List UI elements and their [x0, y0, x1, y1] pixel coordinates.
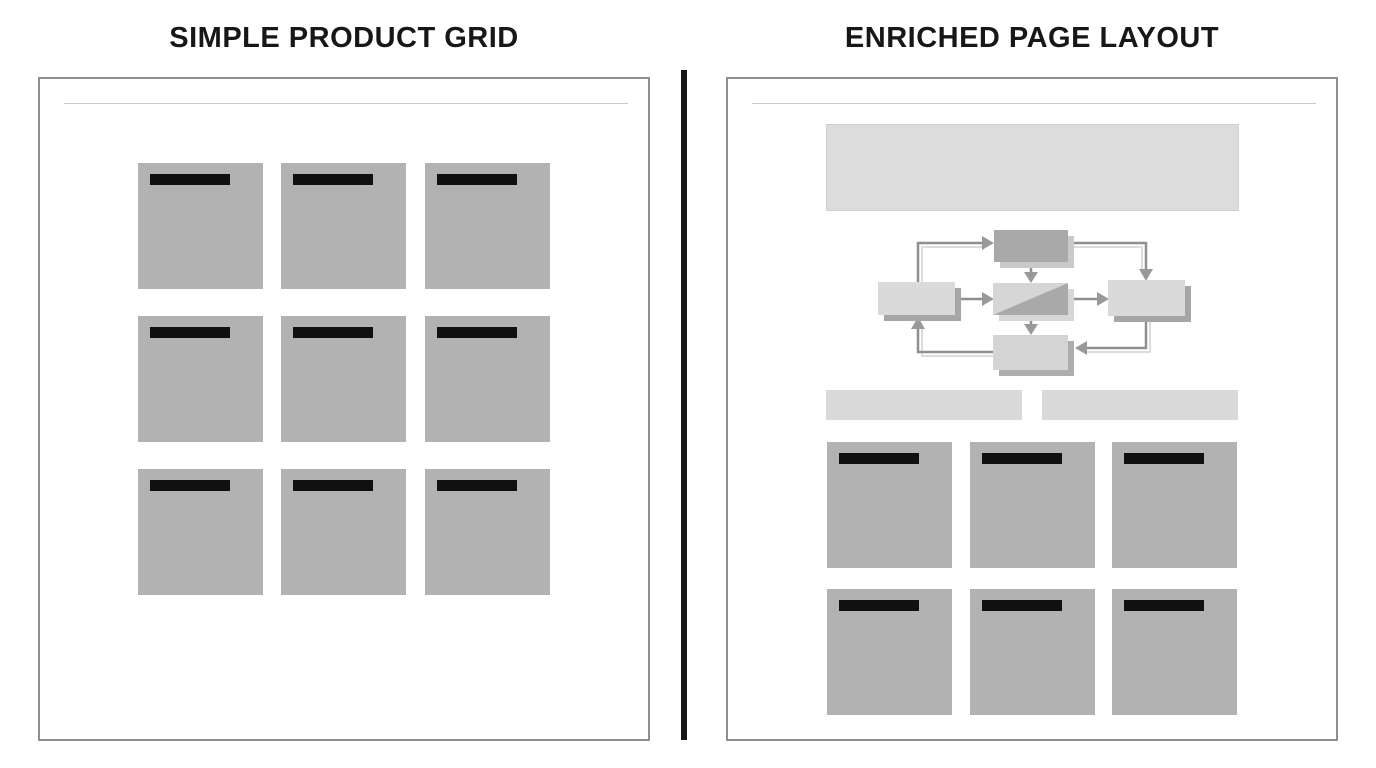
section-bar-placeholder	[1042, 390, 1238, 420]
enriched-page-layout-panel	[726, 77, 1338, 741]
product-card	[281, 163, 406, 289]
loop-echo-lines	[921, 246, 1151, 357]
product-card	[827, 442, 952, 568]
card-title-bar	[1124, 453, 1204, 464]
top-rule	[64, 103, 628, 104]
product-card	[138, 469, 263, 595]
right-node	[1108, 280, 1185, 316]
card-title-bar	[150, 327, 230, 338]
product-card	[281, 469, 406, 595]
arrowheads	[911, 236, 1153, 355]
section-bar-placeholder	[826, 390, 1022, 420]
card-title-bar	[293, 480, 373, 491]
vertical-divider	[681, 70, 687, 740]
product-card	[425, 469, 550, 595]
simple-product-grid-panel	[38, 77, 650, 741]
card-title-bar	[437, 174, 517, 185]
card-title-bar	[839, 600, 919, 611]
product-card	[138, 316, 263, 442]
product-card	[281, 316, 406, 442]
product-card	[138, 163, 263, 289]
card-title-bar	[437, 480, 517, 491]
card-title-bar	[293, 174, 373, 185]
loop-lines	[916, 241, 1148, 354]
product-card	[827, 589, 952, 715]
product-card	[1112, 442, 1237, 568]
product-card	[970, 442, 1095, 568]
product-card	[425, 163, 550, 289]
product-card	[425, 316, 550, 442]
card-title-bar	[150, 174, 230, 185]
top-node	[994, 230, 1068, 262]
product-card	[1112, 589, 1237, 715]
top-rule	[752, 103, 1316, 104]
bottom-node	[993, 335, 1068, 370]
card-title-bar	[437, 327, 517, 338]
product-card	[970, 589, 1095, 715]
center-node	[993, 283, 1068, 315]
card-title-bar	[1124, 600, 1204, 611]
card-title-bar	[150, 480, 230, 491]
right-panel-title: ENRICHED PAGE LAYOUT	[844, 22, 1220, 54]
left-panel-title: SIMPLE PRODUCT GRID	[169, 22, 519, 54]
hero-banner-placeholder	[826, 124, 1239, 211]
card-title-bar	[982, 453, 1062, 464]
card-title-bar	[293, 327, 373, 338]
card-title-bar	[982, 600, 1062, 611]
left-node	[878, 282, 955, 315]
process-loop-diagram	[878, 230, 1191, 376]
card-title-bar	[839, 453, 919, 464]
